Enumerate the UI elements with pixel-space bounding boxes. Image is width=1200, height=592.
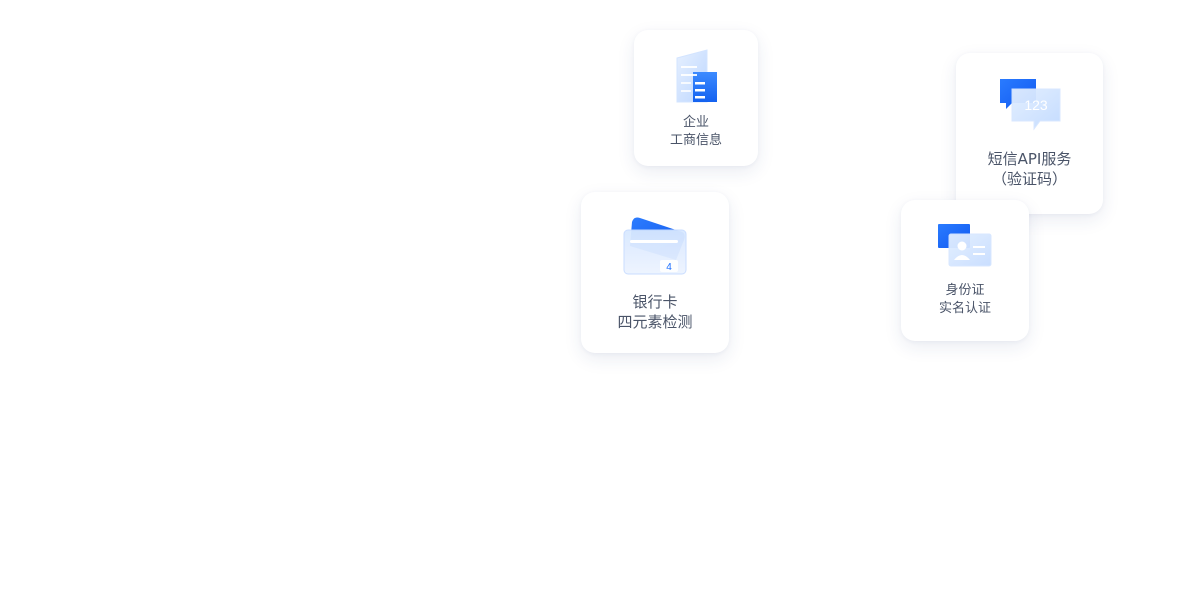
id-card-icon bbox=[937, 222, 993, 268]
card-id-label: 身份证 实名认证 bbox=[939, 282, 991, 317]
card-sms-line2: （验证码） bbox=[991, 170, 1067, 189]
card-bank-label: 银行卡 四元素检测 bbox=[617, 292, 692, 333]
card-id-line2: 实名认证 bbox=[938, 300, 991, 316]
card-bank-line2: 四元素检测 bbox=[617, 313, 693, 332]
card-sms-line1: 短信API服务 bbox=[987, 150, 1072, 168]
card-enterprise-info[interactable]: 企业 工商信息 bbox=[634, 30, 758, 166]
card-id-line1: 身份证 bbox=[945, 283, 985, 298]
card-sms-label: 短信API服务 （验证码） bbox=[988, 149, 1072, 190]
chat-bubbles-icon: 123 bbox=[998, 77, 1062, 135]
svg-text:4: 4 bbox=[666, 262, 672, 273]
building-icon bbox=[671, 48, 721, 104]
svg-text:123: 123 bbox=[1024, 97, 1048, 113]
bank-card-icon: 4 bbox=[622, 216, 688, 278]
card-enterprise-line1: 企业 bbox=[682, 115, 709, 130]
card-bank-card-check[interactable]: 4 银行卡 四元素检测 bbox=[581, 192, 729, 353]
card-id-verification[interactable]: 身份证 实名认证 bbox=[901, 200, 1029, 341]
card-sms-api[interactable]: 123 短信API服务 （验证码） bbox=[956, 53, 1103, 214]
card-enterprise-line2: 工商信息 bbox=[669, 132, 722, 148]
card-enterprise-label: 企业 工商信息 bbox=[670, 114, 722, 149]
card-bank-line1: 银行卡 bbox=[632, 293, 678, 311]
